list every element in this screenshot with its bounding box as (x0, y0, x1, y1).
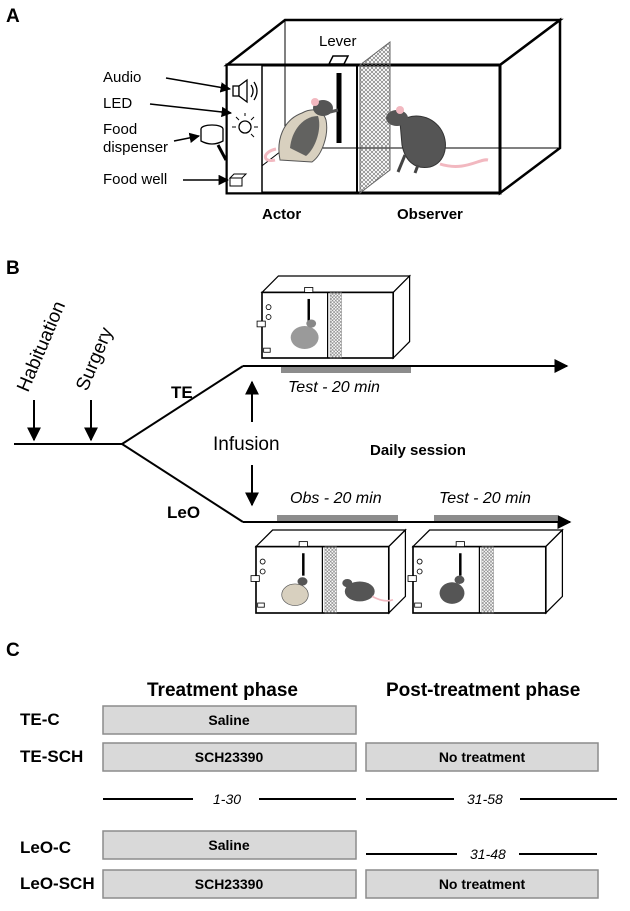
leo-sch-drug-text: SCH23390 (195, 876, 264, 892)
observer-label: Observer (397, 206, 463, 223)
leo-c-saline-bar (102, 830, 357, 860)
leo-test-bar (434, 515, 557, 521)
treatment-heading: Treatment phase (147, 680, 298, 701)
food-dispenser-arrow (173, 132, 201, 144)
leo-obs-label: Obs - 20 min (290, 490, 382, 507)
leo-label: LeO (167, 503, 200, 522)
te-cage (255, 274, 411, 360)
post-treatment-heading: Post-treatment phase (386, 680, 580, 701)
te-sch-post-bar (365, 742, 599, 772)
panel-b-letter: B (6, 258, 20, 279)
lever-label: Lever (319, 33, 357, 50)
actor-label: Actor (262, 206, 301, 223)
leo-actor-observer-cage (249, 528, 407, 615)
panel-a-letter: A (6, 6, 20, 27)
leo-branch (121, 443, 244, 523)
leo-c-saline-text: Saline (208, 837, 249, 853)
group-te-c: TE-C (20, 710, 60, 729)
leo-obs-bar (277, 515, 398, 521)
food-dispenser-label-line1: Food (103, 121, 137, 138)
infusion-label: Infusion (213, 434, 280, 455)
food-well-label: Food well (103, 171, 167, 188)
lever-icon (327, 55, 350, 65)
leo-test-cage (406, 528, 564, 615)
group-te-sch: TE-SCH (20, 747, 83, 766)
leo-sch-post-text: No treatment (439, 876, 526, 892)
actor-observer-cage (200, 17, 564, 196)
range-post-te: 31-58 (467, 791, 503, 807)
food-dispenser-icon (200, 124, 228, 161)
te-test-bar (281, 367, 411, 373)
te-test-label: Test - 20 min (288, 379, 380, 396)
surgery-label: Surgery (72, 324, 118, 394)
daily-session-label: Daily session (370, 442, 466, 459)
led-label: LED (103, 95, 132, 112)
audio-arrow (165, 77, 232, 93)
te-sch-post-text: No treatment (439, 749, 526, 765)
leo-sch-drug-bar (102, 869, 357, 899)
leo-test-label: Test - 20 min (439, 490, 531, 507)
te-sch-drug-text: SCH23390 (195, 749, 264, 765)
te-c-saline-bar (102, 705, 357, 735)
food-well-icon (228, 173, 248, 187)
audio-label: Audio (103, 69, 141, 86)
leo-sch-post-bar (365, 869, 599, 899)
te-branch (121, 365, 244, 445)
observer-rat (386, 106, 489, 174)
led-arrow (149, 103, 233, 118)
actor-rat (263, 98, 339, 163)
te-c-saline-text: Saline (208, 712, 249, 728)
group-leo-sch: LeO-SCH (20, 874, 95, 893)
range-treatment: 1-30 (213, 791, 241, 807)
food-dispenser-label-line2: dispenser (103, 139, 168, 156)
led-bulb-icon (232, 113, 258, 138)
range-post-leo: 31-48 (470, 846, 506, 862)
te-sch-drug-bar (102, 742, 357, 772)
speaker-icon (232, 78, 258, 104)
group-leo-c: LeO-C (20, 838, 71, 857)
te-label: TE (171, 383, 193, 402)
panel-c-letter: C (6, 640, 20, 661)
habituation-label: Habituation (13, 298, 70, 395)
